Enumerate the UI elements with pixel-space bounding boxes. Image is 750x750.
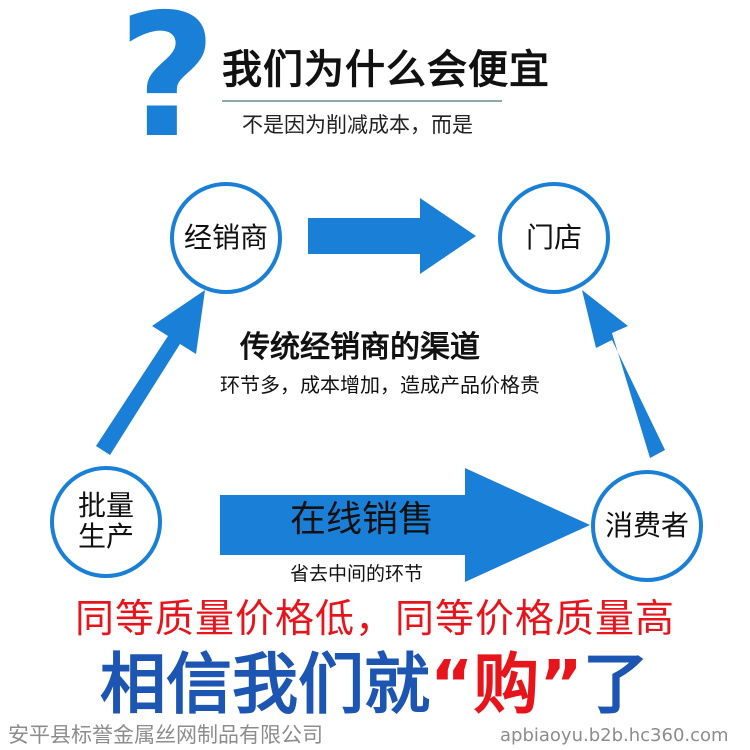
bottom-banner: 相信我们就“购”了: [100, 652, 649, 718]
arrow-producer-to-distributor: [96, 290, 205, 455]
bottom-text: 相信我们就: [100, 646, 430, 723]
node-label: 消费者: [604, 508, 689, 542]
node-distributor: 经销商: [170, 182, 282, 294]
page-title: 我们为什么会便宜: [222, 47, 550, 93]
watermark-url: apbiaoyu.b2b.hc360.com: [500, 725, 729, 746]
subtitle: 不是因为削减成本，而是: [242, 113, 473, 137]
online-sales-desc: 省去中间的环节: [290, 563, 424, 585]
slogan: 同等质量价格低，同等价格质量高: [74, 597, 675, 642]
bottom-text-end: 了: [582, 646, 649, 723]
arrow-consumer-to-store: [582, 290, 665, 458]
node-label: 门店: [525, 220, 582, 254]
traditional-channel-desc: 环节多，成本增加，造成产品价格贵: [220, 373, 540, 397]
arrow-distributor-to-store: [308, 198, 476, 274]
node-producer: 批量生产: [50, 466, 162, 578]
node-consumer: 消费者: [591, 470, 703, 582]
arrow-producer-to-consumer: [220, 468, 590, 582]
node-store: 门店: [498, 182, 610, 294]
title-divider: [222, 100, 502, 102]
bottom-buy: “购”: [430, 646, 583, 723]
question-mark-icon: ?: [118, 0, 217, 176]
online-sales-label: 在线销售: [290, 499, 435, 540]
traditional-channel-title: 传统经销商的渠道: [240, 330, 480, 365]
node-label: 经销商: [183, 220, 268, 254]
node-label: 批量生产: [77, 489, 134, 553]
watermark-company: 安平县标誉金属丝网制品有限公司: [8, 723, 323, 747]
